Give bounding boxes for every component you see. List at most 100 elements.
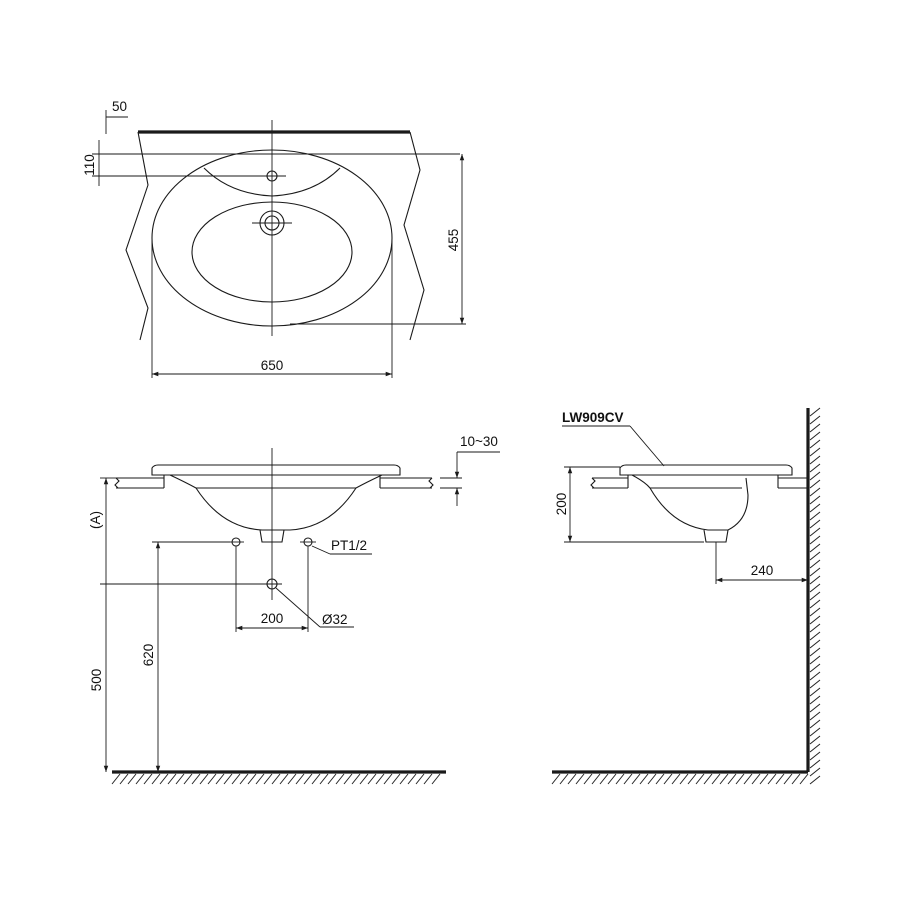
- hatch-mark: [247, 773, 257, 785]
- hatch-mark: [335, 773, 345, 785]
- hatch-mark: [809, 655, 821, 665]
- hatch-mark: [151, 773, 161, 785]
- hatch-mark: [809, 695, 821, 705]
- dim-a-label: (A): [88, 511, 103, 529]
- hatch-mark: [167, 773, 177, 785]
- hatch-mark: [809, 439, 821, 449]
- counter-left-break: [114, 477, 120, 489]
- hatch-mark: [551, 773, 561, 785]
- hatch-mark: [809, 711, 821, 721]
- dim-455-label: 455: [446, 229, 461, 252]
- side-rim-top: [619, 464, 793, 476]
- hatch-mark: [809, 487, 821, 497]
- front-floor-hatch: [111, 773, 441, 785]
- hatch-mark: [775, 773, 785, 785]
- hatch-mark: [655, 773, 665, 785]
- side-floor-hatch: [551, 773, 809, 785]
- side-view: LW909CV 200 240: [551, 407, 821, 785]
- d32-label: Ø32: [322, 612, 348, 627]
- hatch-mark: [279, 773, 289, 785]
- hatch-mark: [287, 773, 297, 785]
- hatch-mark: [407, 773, 417, 785]
- hatch-mark: [431, 773, 441, 785]
- hatch-mark: [215, 773, 225, 785]
- hatch-mark: [599, 773, 609, 785]
- hatch-mark: [809, 631, 821, 641]
- d32-leader: [275, 587, 321, 628]
- hatch-mark: [809, 495, 821, 505]
- counter-right-break: [428, 477, 434, 489]
- hatch-mark: [663, 773, 673, 785]
- hatch-mark: [703, 773, 713, 785]
- hatch-mark: [809, 415, 821, 425]
- hatch-mark: [207, 773, 217, 785]
- model-label: LW909CV: [562, 410, 624, 425]
- hatch-mark: [809, 431, 821, 441]
- hatch-mark: [809, 559, 821, 569]
- hatch-mark: [809, 719, 821, 729]
- hatch-mark: [199, 773, 209, 785]
- hatch-mark: [809, 647, 821, 657]
- hatch-mark: [809, 543, 821, 553]
- hatch-mark: [711, 773, 721, 785]
- hatch-mark: [623, 773, 633, 785]
- hatch-mark: [759, 773, 769, 785]
- hatch-mark: [809, 455, 821, 465]
- hatch-mark: [809, 407, 821, 417]
- hatch-mark: [399, 773, 409, 785]
- hatch-mark: [143, 773, 153, 785]
- hatch-mark: [791, 773, 801, 785]
- hatch-mark: [359, 773, 369, 785]
- pt-leader: [311, 545, 331, 555]
- break-line-left: [125, 131, 149, 341]
- hatch-mark: [591, 773, 601, 785]
- hatch-mark: [303, 773, 313, 785]
- hatch-mark: [615, 773, 625, 785]
- hatch-mark: [271, 773, 281, 785]
- hatch-mark: [295, 773, 305, 785]
- hatch-mark: [743, 773, 753, 785]
- hatch-mark: [735, 773, 745, 785]
- hatch-mark: [263, 773, 273, 785]
- front-rim-top: [151, 464, 401, 476]
- hatch-mark: [809, 703, 821, 713]
- hatch-mark: [575, 773, 585, 785]
- hatch-mark: [809, 687, 821, 697]
- hatch-mark: [327, 773, 337, 785]
- hatch-mark: [751, 773, 761, 785]
- dim-650-label: 650: [261, 358, 284, 373]
- dim-500-label: 500: [89, 669, 104, 692]
- hatch-mark: [809, 591, 821, 601]
- hatch-mark: [559, 773, 569, 785]
- hatch-mark: [175, 773, 185, 785]
- hatch-mark: [415, 773, 425, 785]
- hatch-mark: [671, 773, 681, 785]
- hatch-mark: [809, 727, 821, 737]
- hatch-mark: [809, 447, 821, 457]
- side-dim-240-label: 240: [751, 563, 774, 578]
- hatch-mark: [809, 511, 821, 521]
- hatch-mark: [679, 773, 689, 785]
- hatch-mark: [809, 503, 821, 513]
- hatch-mark: [809, 735, 821, 745]
- hatch-mark: [159, 773, 169, 785]
- front-view: PT1/2 Ø32 200 10~30 (A) 500 620: [88, 434, 500, 785]
- break-line-right: [403, 131, 425, 341]
- hatch-mark: [311, 773, 321, 785]
- dim-50-label: 50: [112, 99, 127, 114]
- hatch-mark: [809, 615, 821, 625]
- hatch-mark: [783, 773, 793, 785]
- hatch-mark: [367, 773, 377, 785]
- hatch-mark: [647, 773, 657, 785]
- side-counter-break: [590, 477, 596, 489]
- hatch-mark: [183, 773, 193, 785]
- hatch-mark: [687, 773, 697, 785]
- dim-620-label: 620: [141, 644, 156, 667]
- hatch-mark: [231, 773, 241, 785]
- side-drain-stub: [703, 529, 729, 543]
- hatch-mark: [809, 599, 821, 609]
- hatch-mark: [191, 773, 201, 785]
- hatch-mark: [809, 663, 821, 673]
- hatch-mark: [119, 773, 129, 785]
